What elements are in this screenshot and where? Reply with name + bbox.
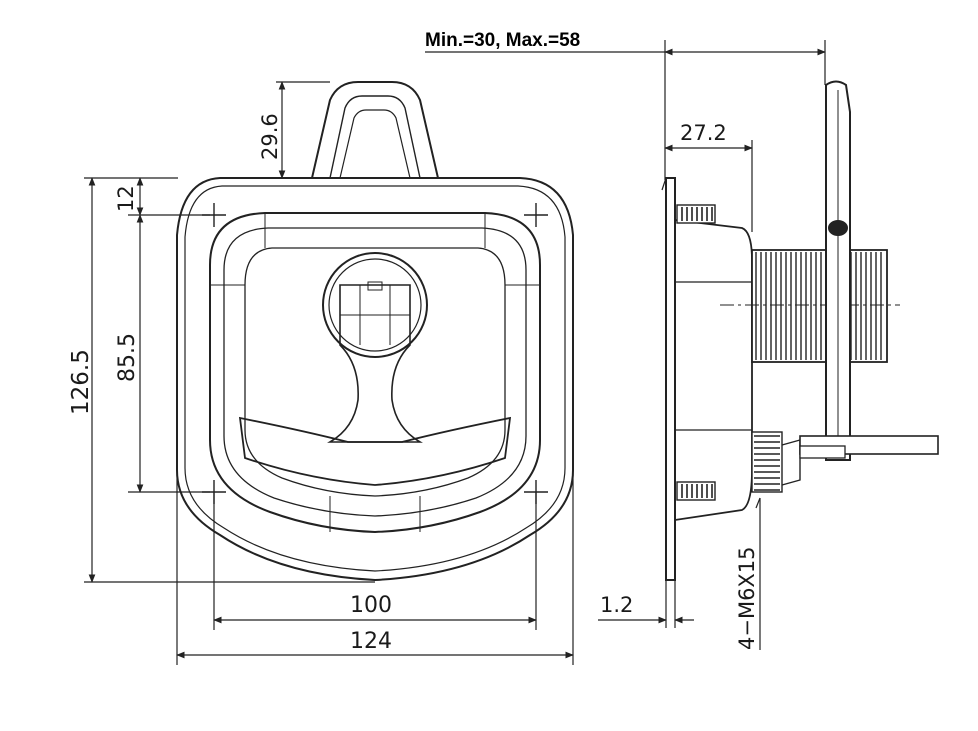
label-handle-height: 29.6	[258, 113, 282, 160]
label-screws: 4−M6X15	[735, 546, 759, 650]
housing	[674, 218, 753, 522]
label-total-height: 126.5	[68, 349, 94, 415]
dimension-labels: Min.=30, Max.=58 27.2 29.6 12 126.5 85.5…	[68, 30, 759, 654]
side-view	[661, 80, 939, 581]
thread	[751, 249, 888, 363]
label-min-max: Min.=30, Max.=58	[425, 30, 580, 51]
label-total-width: 124	[350, 629, 392, 654]
side-plate	[665, 177, 676, 581]
front-view	[176, 81, 574, 582]
t-handle-wing	[238, 416, 512, 486]
label-plate-thickness: 1.2	[600, 593, 633, 617]
screw-studs	[676, 204, 716, 501]
dimension-lines	[84, 40, 826, 665]
outer-plate-inner-edge	[184, 185, 566, 572]
tray-outline	[209, 212, 541, 534]
fold-handle	[311, 81, 439, 179]
label-top-offset: 12	[114, 185, 138, 212]
lock-cylinder	[322, 252, 428, 358]
label-hole-spacing-h: 100	[350, 593, 392, 618]
label-depth: 27.2	[680, 121, 727, 145]
handle-stem	[327, 284, 423, 443]
tray-floor	[244, 247, 506, 497]
label-hole-spacing-v: 85.5	[115, 333, 140, 382]
tray-step	[223, 227, 527, 517]
